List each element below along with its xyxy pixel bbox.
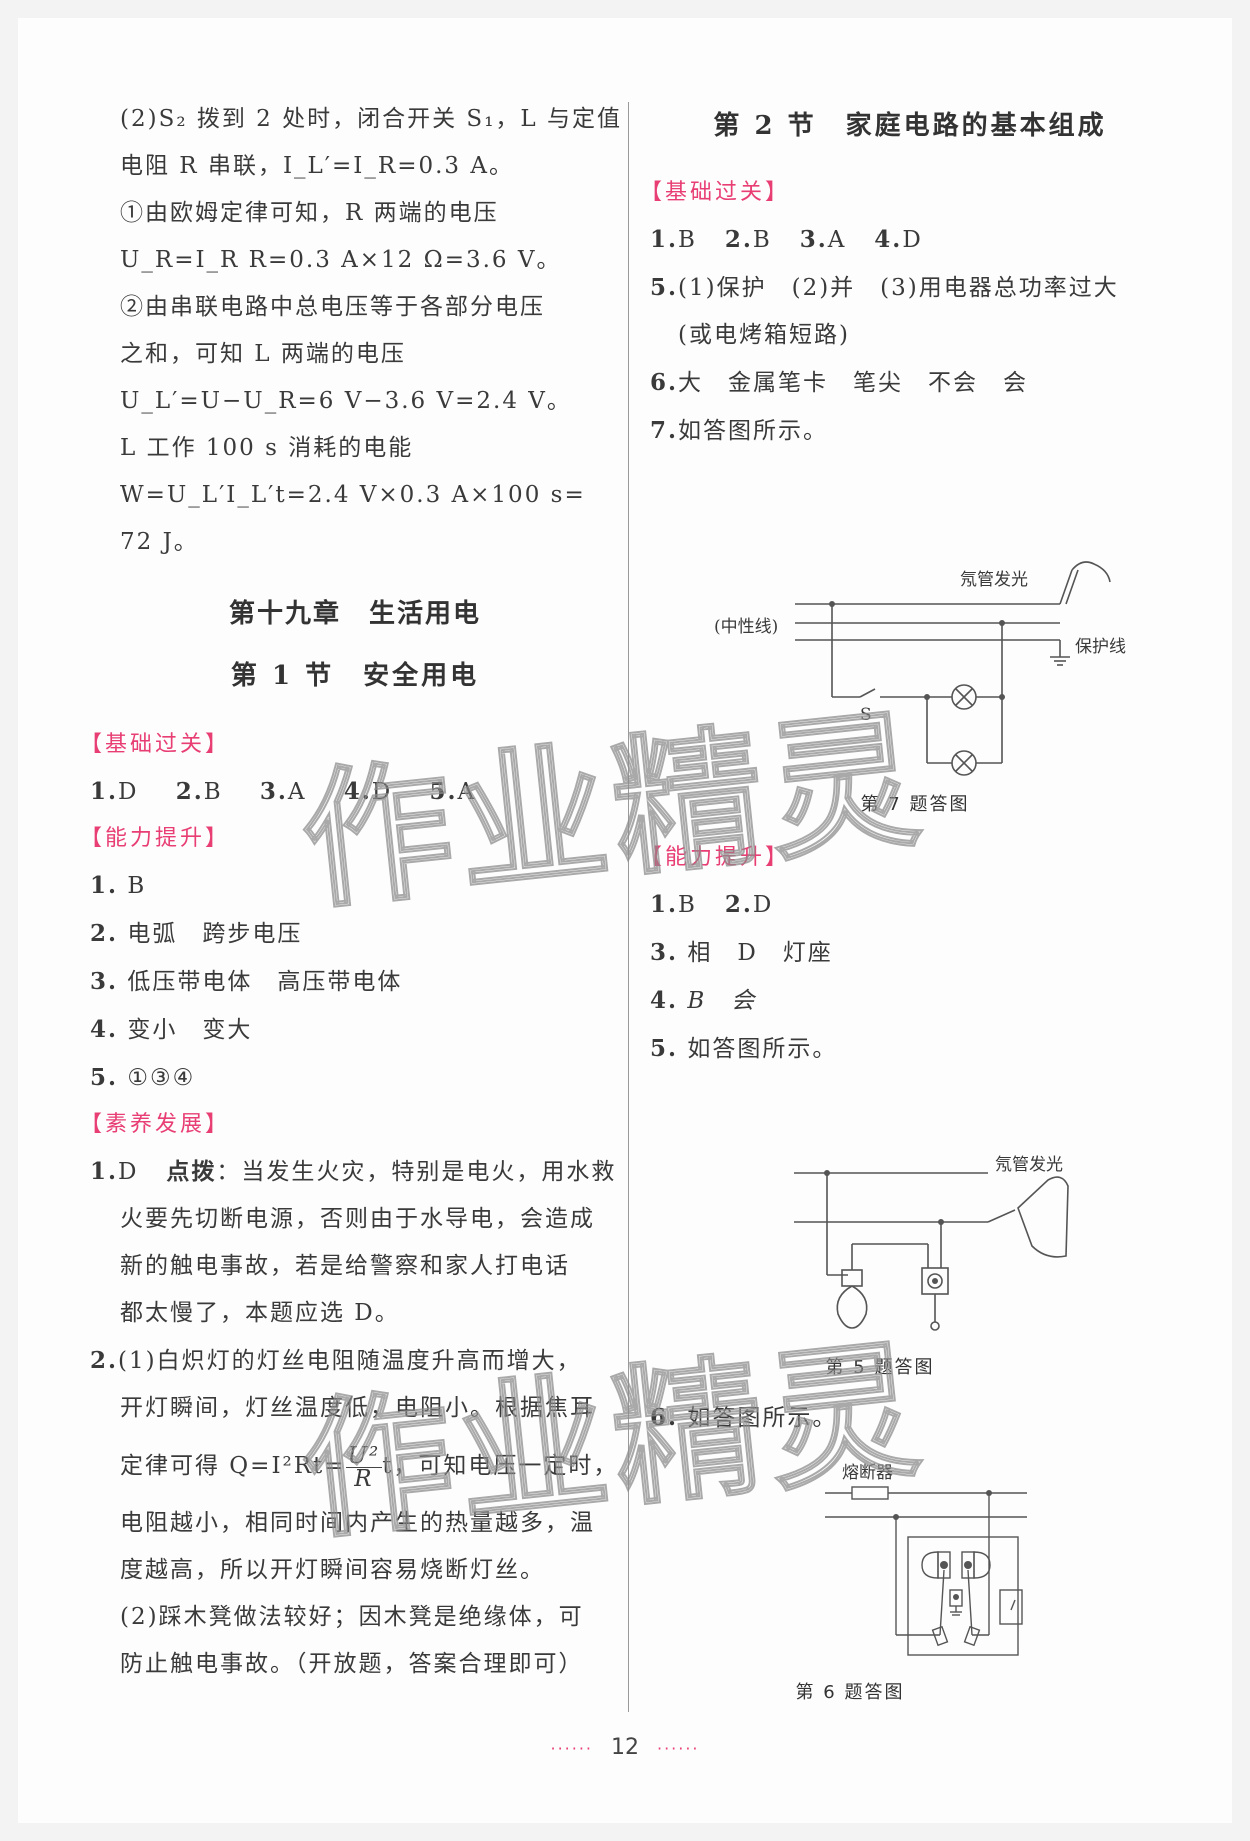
- answer-item: 4. B 会: [650, 987, 757, 1014]
- text-line: 度越高，所以开灯瞬间容易烧断灯丝。: [120, 1557, 545, 1583]
- text-line: 火要先切断电源，否则由于水导电，会造成: [120, 1206, 595, 1232]
- answer-item: 5. 如答图所示。: [650, 1035, 838, 1062]
- figure-caption: 第 5 题答图: [825, 1357, 935, 1378]
- text-line: L 工作 100 s 消耗的电能: [120, 435, 414, 461]
- page-number: 12: [611, 1735, 639, 1760]
- answer-item: 3. 相 D 灯座: [650, 939, 833, 966]
- right-ability-q6: 6. 如答图所示。: [640, 1394, 1180, 1442]
- text-line: U_L′=U−U_R=6 V−3.6 V=2.4 V。: [120, 388, 572, 414]
- label-fuse: 熔断器: [842, 1463, 893, 1483]
- hint-label: 点拨: [166, 1158, 217, 1185]
- answer-item: 4. 变小 变大: [90, 1016, 253, 1043]
- text-line: ②由串联电路中总电压等于各部分电压: [120, 294, 545, 320]
- answer-item: 7.如答图所示。: [650, 417, 829, 444]
- label-switch: S: [860, 705, 872, 725]
- answer-item: 5.(1)保护 (2)并 (3)用电器总功率过大: [650, 274, 1119, 301]
- text-line: U_R=I_R R=0.3 A×12 Ω=3.6 V。: [120, 247, 562, 273]
- chapter-title: 第十九章 生活用电: [228, 599, 481, 629]
- section-title: 第 2 节 家庭电路的基本组成: [713, 111, 1107, 141]
- text-line: 防止触电事故。（开放题，答案合理即可）: [120, 1651, 584, 1677]
- text-line: 之和，可知 L 两端的电压: [120, 341, 406, 367]
- answer-item: 3. 低压带电体 高压带电体: [90, 968, 403, 995]
- section-heading-ability: 【能力提升】: [80, 826, 231, 851]
- label-neon: 氖管发光: [995, 1155, 1063, 1175]
- text-line: (或电烤箱短路): [678, 322, 850, 348]
- answer-item: 1.D 点拨：当发生火灾，特别是电火，用水救: [90, 1158, 617, 1185]
- text-line: (2)踩木凳做法较好；因木凳是绝缘体，可: [120, 1604, 584, 1630]
- answer-item: 6.大 金属笔卡 笔尖 不会 会: [650, 369, 1029, 396]
- text-line: 开灯瞬间，灯丝温度低，电阻小。根据焦耳: [120, 1395, 595, 1421]
- decorative-dots: ······: [657, 1739, 700, 1758]
- answer-row: 1.D 2.B 3.A 4.D 5.A: [90, 778, 477, 805]
- text-line: ①由欧姆定律可知，R 两端的电压: [120, 200, 499, 226]
- section-heading-basic: 【基础过关】: [640, 180, 791, 205]
- circuit-diagram-icon: [794, 1170, 1069, 1331]
- answer-item: 6. 如答图所示。: [650, 1404, 838, 1431]
- text-line: 电阻越小，相同时间内产生的热量越多，温: [120, 1510, 595, 1536]
- answer-item: 5. ①③④: [90, 1064, 196, 1091]
- circuit-diagram-icon: [825, 1486, 1027, 1656]
- answer-item: 1. B: [90, 872, 147, 899]
- document-page: [18, 18, 1232, 1823]
- figure-caption: 第 6 题答图: [795, 1682, 905, 1703]
- decorative-dots: ······: [550, 1739, 593, 1758]
- section-heading-literacy: 【素养发展】: [80, 1112, 231, 1137]
- text-line: 都太慢了，本题应选 D。: [120, 1300, 400, 1326]
- text-line: W=U_L′I_L′t=2.4 V×0.3 A×100 s=: [120, 482, 586, 508]
- section-heading-ability: 【能力提升】: [640, 845, 791, 870]
- text-line: 新的触电事故，若是给警察和家人打电话: [120, 1253, 570, 1279]
- page-number-footer: ······ 12 ······: [0, 1735, 1250, 1760]
- label-neon: 氖管发光: [960, 570, 1028, 590]
- text-line: 电阻 R 串联，I_L′=I_R=0.3 A。: [120, 153, 514, 179]
- figure-caption: 第 7 题答图: [860, 794, 970, 815]
- left-column: (2)S₂ 拨到 2 处时，闭合开关 S₁，L 与定值 电阻 R 串联，I_L′…: [80, 96, 630, 1688]
- figure-5-circuit: 氖管发光 第 5 题答图: [770, 1110, 1090, 1378]
- section-heading-basic: 【基础过关】: [80, 732, 231, 757]
- answer-item: 2.(1)白炽灯的灯丝电阻随温度升高而增大，: [90, 1347, 582, 1374]
- column-divider: [628, 102, 629, 1712]
- right-ability: 【能力提升】 1.B 2.D 3. 相 D 灯座 4. B 会 5. 如答图所示…: [640, 835, 1180, 1073]
- section-title: 第 1 节 安全用电: [230, 661, 480, 691]
- circuit-diagram-icon: [795, 561, 1111, 776]
- label-ground: 保护线: [1075, 637, 1126, 657]
- text-line: 72 J。: [120, 529, 199, 555]
- right-column: 第 2 节 家庭电路的基本组成 【基础过关】 1.B 2.B 3.A 4.D 5…: [640, 96, 1180, 455]
- figure-6-circuit: 熔断器 第 6 题答图: [796, 1460, 1030, 1703]
- figure-7-circuit: 氖管发光 (中性线) 保护线 S 第 7 题答图: [700, 540, 1140, 815]
- answer-row: 1.B 2.B 3.A 4.D: [650, 226, 923, 253]
- answer-item: 2. 电弧 跨步电压: [90, 920, 303, 947]
- answer-row: 1.B 2.D: [650, 891, 774, 918]
- label-neutral: (中性线): [714, 617, 779, 637]
- text-line: (2)S₂ 拨到 2 处时，闭合开关 S₁，L 与定值: [120, 106, 622, 132]
